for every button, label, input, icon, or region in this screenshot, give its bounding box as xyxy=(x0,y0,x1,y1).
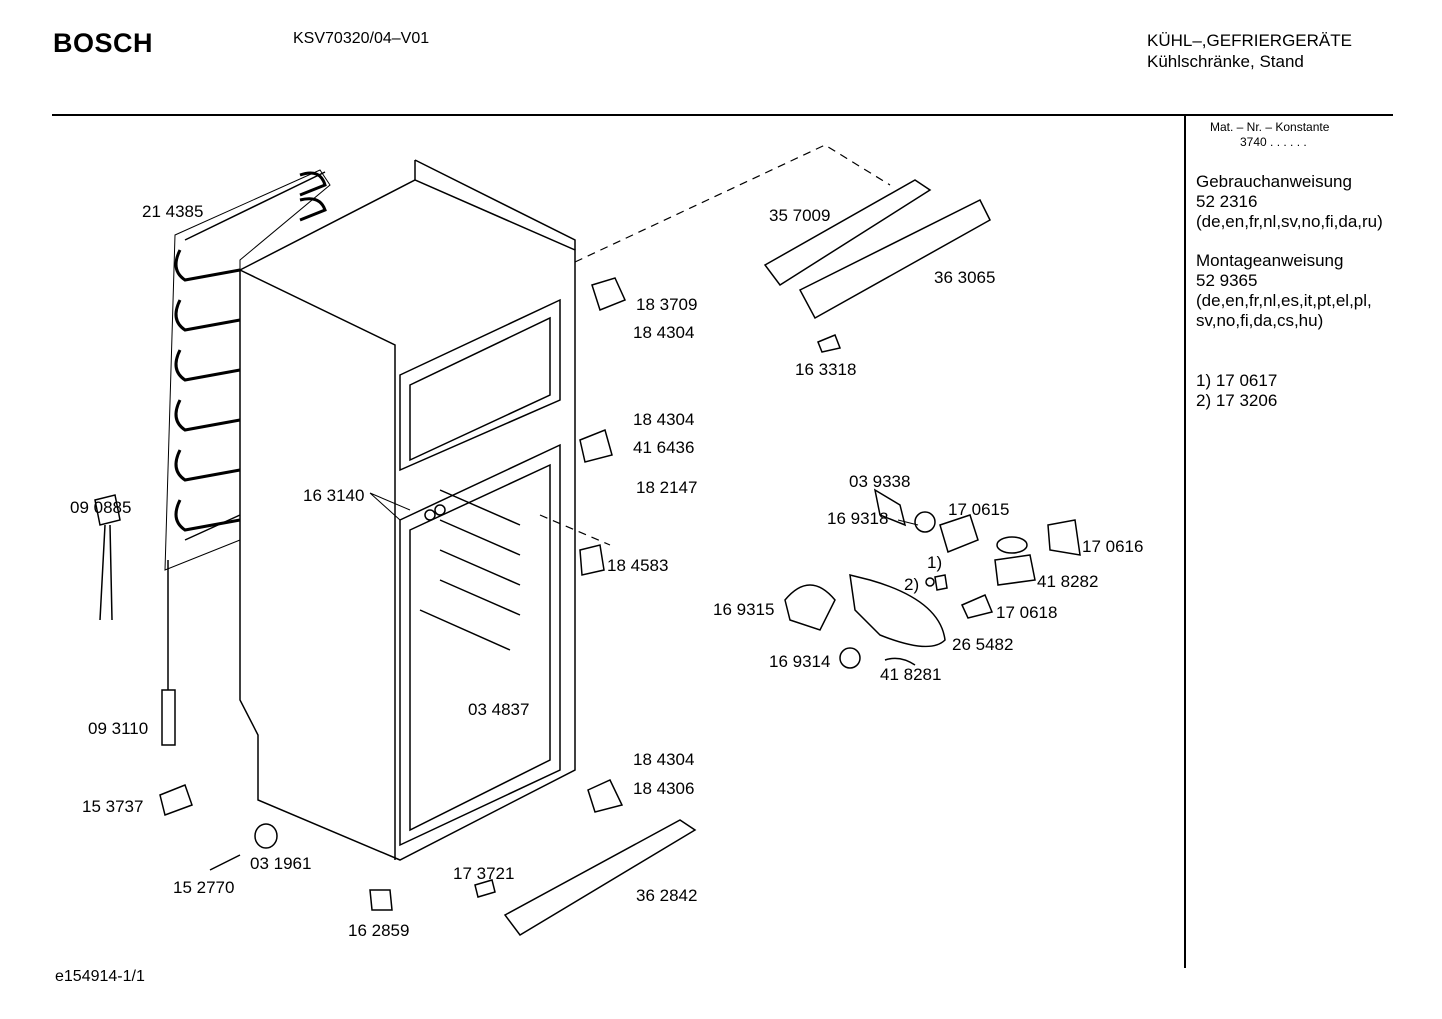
category-line-2: Kühlschränke, Stand xyxy=(1147,52,1304,71)
leader-lines xyxy=(369,492,919,526)
part-label: 41 8282 xyxy=(1037,572,1099,591)
part-label: 17 0615 xyxy=(948,500,1010,519)
leader-dashes xyxy=(539,144,891,546)
part-label: 21 4385 xyxy=(142,202,204,221)
install-langs-2: sv,no,fi,da,cs,hu) xyxy=(1196,311,1324,330)
part-label: 18 4304 xyxy=(633,750,695,769)
part-label: 03 4837 xyxy=(468,700,530,719)
install-manual: Montageanweisung 52 9365 (de,en,fr,nl,es… xyxy=(1196,251,1372,331)
install-langs-1: (de,en,fr,nl,es,it,pt,el,pl, xyxy=(1196,291,1372,310)
part-label: 16 3318 xyxy=(795,360,857,379)
part-label: 03 1961 xyxy=(250,854,312,873)
part-label: 16 3140 xyxy=(303,486,365,505)
exploded-parts-drawing xyxy=(94,144,1081,936)
part-label: 18 3709 xyxy=(636,295,698,314)
part-label: 1) xyxy=(927,553,943,572)
usage-manual: Gebrauchanweisung 52 2316 (de,en,fr,nl,s… xyxy=(1196,172,1383,232)
part-label: 18 4306 xyxy=(633,779,695,798)
part-label: 17 0618 xyxy=(996,603,1058,622)
header-divider xyxy=(52,114,1393,116)
part-label: 09 3110 xyxy=(88,719,149,738)
install-number: 52 9365 xyxy=(1196,271,1258,290)
category: KÜHL–,GEFRIERGERÄTE Kühlschränke, Stand xyxy=(1147,30,1352,72)
install-title: Montageanweisung xyxy=(1196,251,1344,270)
mat-nr-label: Mat. – Nr. – Konstante xyxy=(1210,120,1330,134)
note-2: 2) 17 3206 xyxy=(1196,391,1278,410)
part-label: 41 6436 xyxy=(633,438,695,457)
part-label: 18 4304 xyxy=(633,323,695,342)
part-label: 15 3737 xyxy=(82,797,144,816)
mat-nr-value: 3740 . . . . . . xyxy=(1240,135,1307,149)
mat-nr-block: Mat. – Nr. – Konstante 3740 . . . . . . xyxy=(1210,120,1329,150)
usage-title: Gebrauchanweisung xyxy=(1196,172,1352,191)
part-label: 03 9338 xyxy=(849,472,911,491)
part-label: 16 2859 xyxy=(348,921,410,940)
part-label: 18 4583 xyxy=(607,556,669,575)
brand-logo: BOSCH xyxy=(53,28,154,58)
part-label: 36 2842 xyxy=(636,886,698,905)
part-label: 36 3065 xyxy=(934,268,996,287)
part-label: 18 2147 xyxy=(636,478,698,497)
usage-langs: (de,en,fr,nl,sv,no,fi,da,ru) xyxy=(1196,212,1383,231)
part-label: 16 9315 xyxy=(713,600,775,619)
part-label: 26 5482 xyxy=(952,635,1014,654)
note-1: 1) 17 0617 xyxy=(1196,371,1278,390)
part-label: 09 0885 xyxy=(70,498,132,517)
part-label: 2) xyxy=(904,575,920,594)
part-label: 17 0616 xyxy=(1082,537,1144,556)
part-label: 16 9318 xyxy=(827,509,889,528)
part-label: 17 3721 xyxy=(453,864,515,883)
usage-number: 52 2316 xyxy=(1196,192,1258,211)
part-label: 18 4304 xyxy=(633,410,695,429)
part-label: 15 2770 xyxy=(173,878,235,897)
cabinet-drawing xyxy=(239,159,576,861)
category-line-1: KÜHL–,GEFRIERGERÄTE xyxy=(1147,31,1352,50)
model-number: KSV70320/04–V01 xyxy=(293,30,430,47)
notes: 1) 17 0617 2) 17 3206 xyxy=(1196,371,1277,411)
part-label: 35 7009 xyxy=(769,206,831,225)
small-parts-drawing xyxy=(94,179,1081,936)
part-label: 16 9314 xyxy=(769,652,831,671)
condenser-drawing xyxy=(164,169,331,571)
part-label: 41 8281 xyxy=(880,665,942,684)
side-panel-divider xyxy=(1184,116,1186,968)
drawing-id: e154914-1/1 xyxy=(55,968,145,985)
